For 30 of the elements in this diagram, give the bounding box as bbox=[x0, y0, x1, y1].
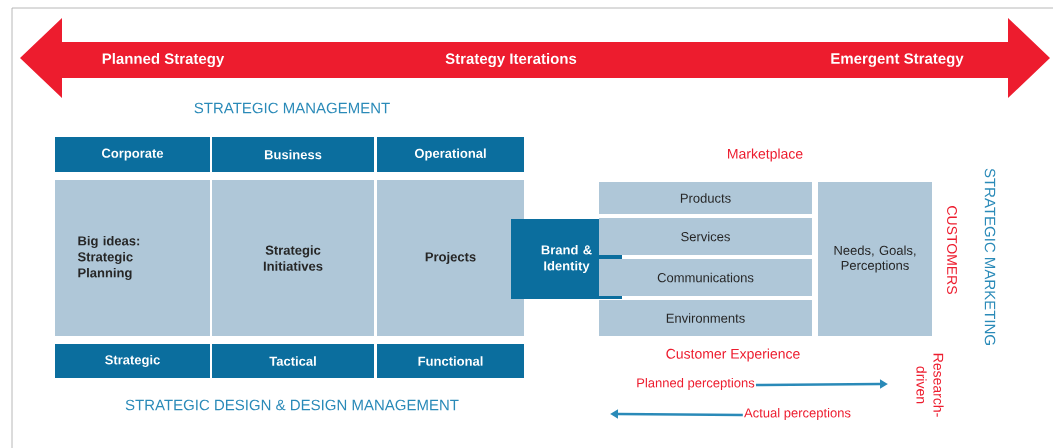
node-label: Strategic bbox=[105, 354, 160, 368]
node-label: Strategic Initiatives bbox=[263, 245, 323, 271]
area-label: Customer Experience bbox=[666, 348, 800, 362]
side-heading: STRATEGIC MARKETING bbox=[984, 168, 996, 345]
content-box: Needs, Goals, Perceptions bbox=[818, 182, 932, 336]
arrow-text: Actual perceptions bbox=[744, 407, 851, 421]
content-box: Communications bbox=[599, 259, 812, 296]
node-label: Corporate bbox=[101, 148, 164, 161]
content-box: Projects bbox=[377, 180, 524, 336]
header-cell: Business bbox=[212, 137, 374, 172]
node-label: Big ideas: Strategic Planning bbox=[77, 235, 140, 281]
header-cell: Corporate bbox=[55, 137, 210, 172]
content-box: Services bbox=[599, 218, 812, 255]
node-label: Business bbox=[264, 149, 322, 160]
side-label: CUSTOMERS bbox=[947, 206, 957, 294]
header-cell: Operational bbox=[377, 137, 524, 172]
section-heading: STRATEGIC DESIGN & DESIGN MANAGEMENT bbox=[125, 399, 459, 411]
section-heading: STRATEGIC MANAGEMENT bbox=[194, 102, 390, 114]
content-box: Environments bbox=[599, 300, 812, 336]
header-cell: Tactical bbox=[212, 344, 374, 378]
double-arrow-banner: Planned Strategy Strategy Iterations Emergent Strategy bbox=[20, 18, 1050, 98]
header-cell: Functional bbox=[377, 344, 524, 378]
content-box: Strategic Initiatives bbox=[212, 180, 374, 336]
node-label: Tactical bbox=[269, 356, 316, 366]
content-box: Products bbox=[599, 182, 812, 214]
content-box: Big ideas: Strategic Planning bbox=[55, 180, 210, 336]
header-cell: Strategic bbox=[55, 344, 210, 378]
arrow-text: Planned perceptions bbox=[637, 377, 755, 391]
area-label: Marketplace bbox=[728, 148, 803, 162]
side-label: Research-driven bbox=[916, 353, 944, 417]
